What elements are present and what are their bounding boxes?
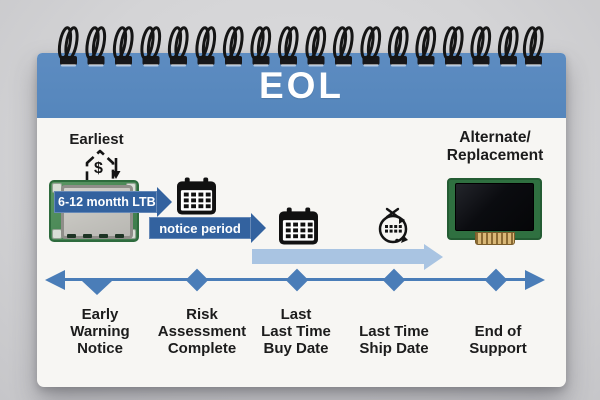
pcb-chip <box>83 234 92 238</box>
timeline-right-arrowhead <box>525 269 545 290</box>
black-tft-display-module <box>447 178 542 245</box>
ltb-arrow-banner: 6-12 montth LTB <box>54 191 157 213</box>
phase-arrow <box>252 249 424 264</box>
notice-period-label: notice period <box>159 220 241 236</box>
spiral-binding-rings <box>55 26 546 68</box>
ltb-arrow-label: 6-12 montth LTB <box>58 195 156 209</box>
milestone-label-last-time-buy-date: Last Last Time Buy Date <box>261 306 331 357</box>
earliest-label: Earliest <box>69 131 124 148</box>
pcb-chip <box>99 234 108 238</box>
pcb-chip <box>67 234 76 238</box>
timeline-marker-last-time-buy <box>285 268 309 291</box>
recurring-calendar-icon <box>378 207 408 244</box>
gold-connector <box>474 232 515 245</box>
milestone-label-risk-assessment-complete: Risk Assessment Complete <box>157 306 247 357</box>
milestone-label-early-warning-notice: Early Warning Notice <box>70 306 130 357</box>
notice-period-arrow-banner: notice period <box>149 217 251 239</box>
tft-screen <box>455 183 534 231</box>
alternate-replacement-label: Alternate/ Replacement <box>435 129 555 165</box>
page-title: EOL <box>258 64 345 106</box>
notepad: EOL Earliest $ 6-12 montth LTB <box>37 53 566 387</box>
house-price-decline-icon: $ <box>85 149 121 185</box>
calendar-icon <box>177 177 216 215</box>
alternate-line1: Alternate/ <box>459 129 531 146</box>
pcb-chip <box>115 234 124 238</box>
alternate-line2: Replacement <box>446 147 544 164</box>
timeline-marker-early-warning <box>82 281 112 295</box>
milestone-label-last-time-ship-date: Last Time Ship Date <box>359 323 429 357</box>
timeline-marker-end-of-support <box>484 268 508 291</box>
calendar-icon <box>279 207 318 245</box>
milestone-label-end-of-support: End of Support <box>469 323 527 357</box>
svg-text:$: $ <box>94 160 103 177</box>
timeline-marker-risk-assessment <box>185 268 209 291</box>
timeline-marker-last-time-ship <box>382 268 406 291</box>
timeline-left-arrowhead <box>45 269 65 290</box>
